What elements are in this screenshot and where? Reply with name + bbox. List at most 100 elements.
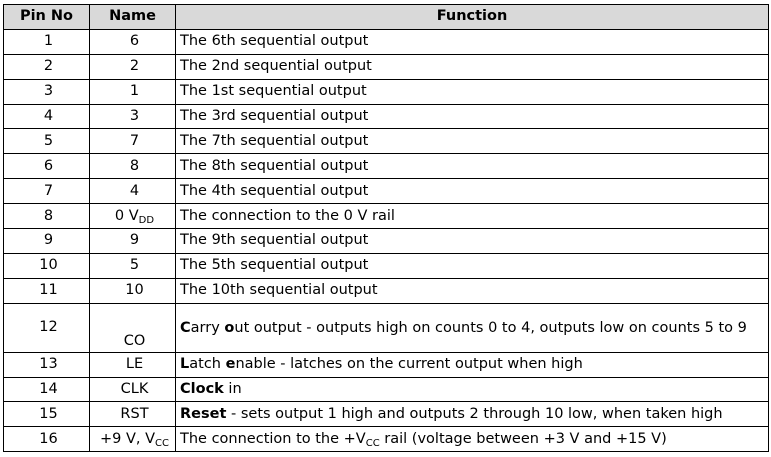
table-row: 2 2 The 2nd sequential output: [3, 53, 769, 80]
pin-name-text: 0 V: [114, 207, 139, 224]
pin-function-cell: The 5th sequential output: [175, 252, 769, 279]
pin-name-text: CLK: [120, 381, 149, 398]
table-row: 15 RST Reset - sets output 1 high and outp…: [3, 401, 769, 428]
pin-function-cell: The 3rd sequential output: [175, 103, 769, 130]
pin-name-cell: CO: [89, 302, 176, 353]
table-row: 10 5 The 5th sequential output: [3, 252, 769, 279]
pin-name-cell: 1: [89, 78, 176, 105]
pin-number-cell: 1: [3, 28, 90, 55]
pin-number-cell: 8: [3, 203, 90, 230]
pin-name-text: 6: [129, 33, 140, 50]
pin-name-cell: 6: [89, 28, 176, 55]
pin-function-cell: Clock in: [175, 376, 769, 403]
pin-number-cell: 12: [3, 302, 90, 353]
function-text: nable - latches on the current output wh…: [235, 356, 583, 373]
pin-name-cell: 0 VDD: [89, 203, 176, 230]
pin-function-cell: The 2nd sequential output: [175, 53, 769, 80]
pin-name-text: 3: [129, 108, 140, 124]
table-row: 6 8 The 8th sequential output: [3, 153, 769, 180]
pin-name-cell: 9: [89, 228, 176, 254]
pin-function-cell: The 8th sequential output: [175, 153, 769, 180]
header-function: Function: [175, 4, 769, 30]
pin-function-cell: The 10th sequential output: [175, 277, 769, 304]
pin-number-cell: 4: [3, 103, 90, 130]
header-name: Name: [89, 4, 176, 30]
pin-number-cell: 7: [3, 178, 90, 205]
pin-name-text: 5: [129, 257, 140, 274]
function-text: The connection to the +V: [180, 430, 366, 447]
table-row: 14 CLK Clock in: [3, 376, 769, 403]
pin-function-cell: The 9th sequential output: [175, 228, 769, 254]
table-row: 4 3 The 3rd sequential output: [3, 103, 769, 130]
table-row: 9 9 The 9th sequential output: [3, 228, 769, 254]
pin-function-cell: The 7th sequential output: [175, 128, 769, 155]
function-emphasis: C: [180, 319, 191, 336]
pin-name-text: 8: [129, 157, 140, 174]
function-text: arry: [190, 319, 225, 336]
pin-function-cell: The 1st sequential output: [175, 78, 769, 105]
table-row: 13 LE Latch enable - latches on the curren…: [3, 351, 769, 378]
pin-name-text: 9: [129, 232, 140, 249]
pin-function-cell: The 4th sequential output: [175, 178, 769, 205]
function-emphasis: e: [225, 356, 236, 373]
pin-function-cell: The connection to the +VCC rail (voltage…: [175, 426, 769, 453]
pin-name-cell: LE: [89, 351, 176, 378]
function-emphasis: Clock: [180, 381, 224, 398]
pin-name-cell: RST: [89, 401, 176, 428]
pin-function-cell: Reset - sets output 1 high and outputs 2…: [175, 401, 769, 428]
pin-number-cell: 3: [3, 78, 90, 105]
function-text: in: [223, 381, 242, 398]
function-text: atch: [189, 356, 226, 373]
pin-name-text: 2: [129, 58, 140, 75]
table-row: 11 10 The 10th sequential output: [3, 277, 769, 304]
pin-number-cell: 10: [3, 252, 90, 279]
pin-name-cell: 2: [89, 53, 176, 80]
pin-number-cell: 13: [3, 351, 90, 378]
function-emphasis: L: [180, 356, 190, 373]
pin-number-cell: 5: [3, 128, 90, 155]
pin-number-cell: 6: [3, 153, 90, 180]
pin-name-cell: 7: [89, 128, 176, 155]
pin-name-text: 7: [129, 132, 140, 149]
pin-name-cell: CLK: [89, 376, 176, 403]
table-row: 1 6 The 6th sequential output: [3, 28, 769, 55]
function-emphasis: o: [224, 319, 235, 336]
pin-name-text: LE: [125, 356, 144, 373]
pin-name-cell: 4: [89, 178, 176, 205]
pin-number-cell: 14: [3, 376, 90, 403]
pin-name-subscript: DD: [138, 214, 155, 226]
pin-number-cell: 16: [3, 426, 90, 453]
pin-name-text: CO: [123, 332, 146, 349]
table-row: 5 7 The 7th sequential output: [3, 128, 769, 155]
pin-name-cell: 10: [89, 277, 176, 304]
pin-function-cell: The 6th sequential output: [175, 28, 769, 55]
table-row: 7 4 The 4th sequential output: [3, 178, 769, 205]
pin-function-cell: Latch enable - latches on the current ou…: [175, 351, 769, 378]
function-subscript: CC: [365, 437, 380, 449]
pin-name-text: 1: [129, 83, 140, 100]
table-header-row: Pin No Name Function: [3, 4, 769, 30]
pin-function-cell: Carry out output - outputs high on count…: [175, 302, 769, 353]
pin-name-cell: 5: [89, 252, 176, 279]
pin-name-text: RST: [120, 405, 149, 422]
pin-name-text: +9 V, V: [99, 430, 156, 447]
header-pin-no: Pin No: [3, 4, 90, 30]
function-text: ut output - outputs high on counts 0 to …: [234, 319, 747, 336]
function-emphasis: Reset: [180, 405, 227, 422]
pin-number-cell: 11: [3, 277, 90, 304]
pin-name-cell: 3: [89, 103, 176, 130]
function-text: rail (voltage between +3 V and +15 V): [379, 430, 667, 447]
pin-name-text: 10: [125, 282, 144, 299]
function-text: - sets output 1 high and outputs 2 throu…: [226, 405, 723, 422]
pin-number-cell: 15: [3, 401, 90, 428]
pin-name-text: 4: [129, 182, 140, 199]
pin-number-cell: 2: [3, 53, 90, 80]
table-row: 3 1 The 1st sequential output: [3, 78, 769, 105]
pin-function-cell: The connection to the 0 V rail: [175, 203, 769, 230]
pin-name-subscript: CC: [155, 437, 169, 449]
pin-number-cell: 9: [3, 228, 90, 254]
